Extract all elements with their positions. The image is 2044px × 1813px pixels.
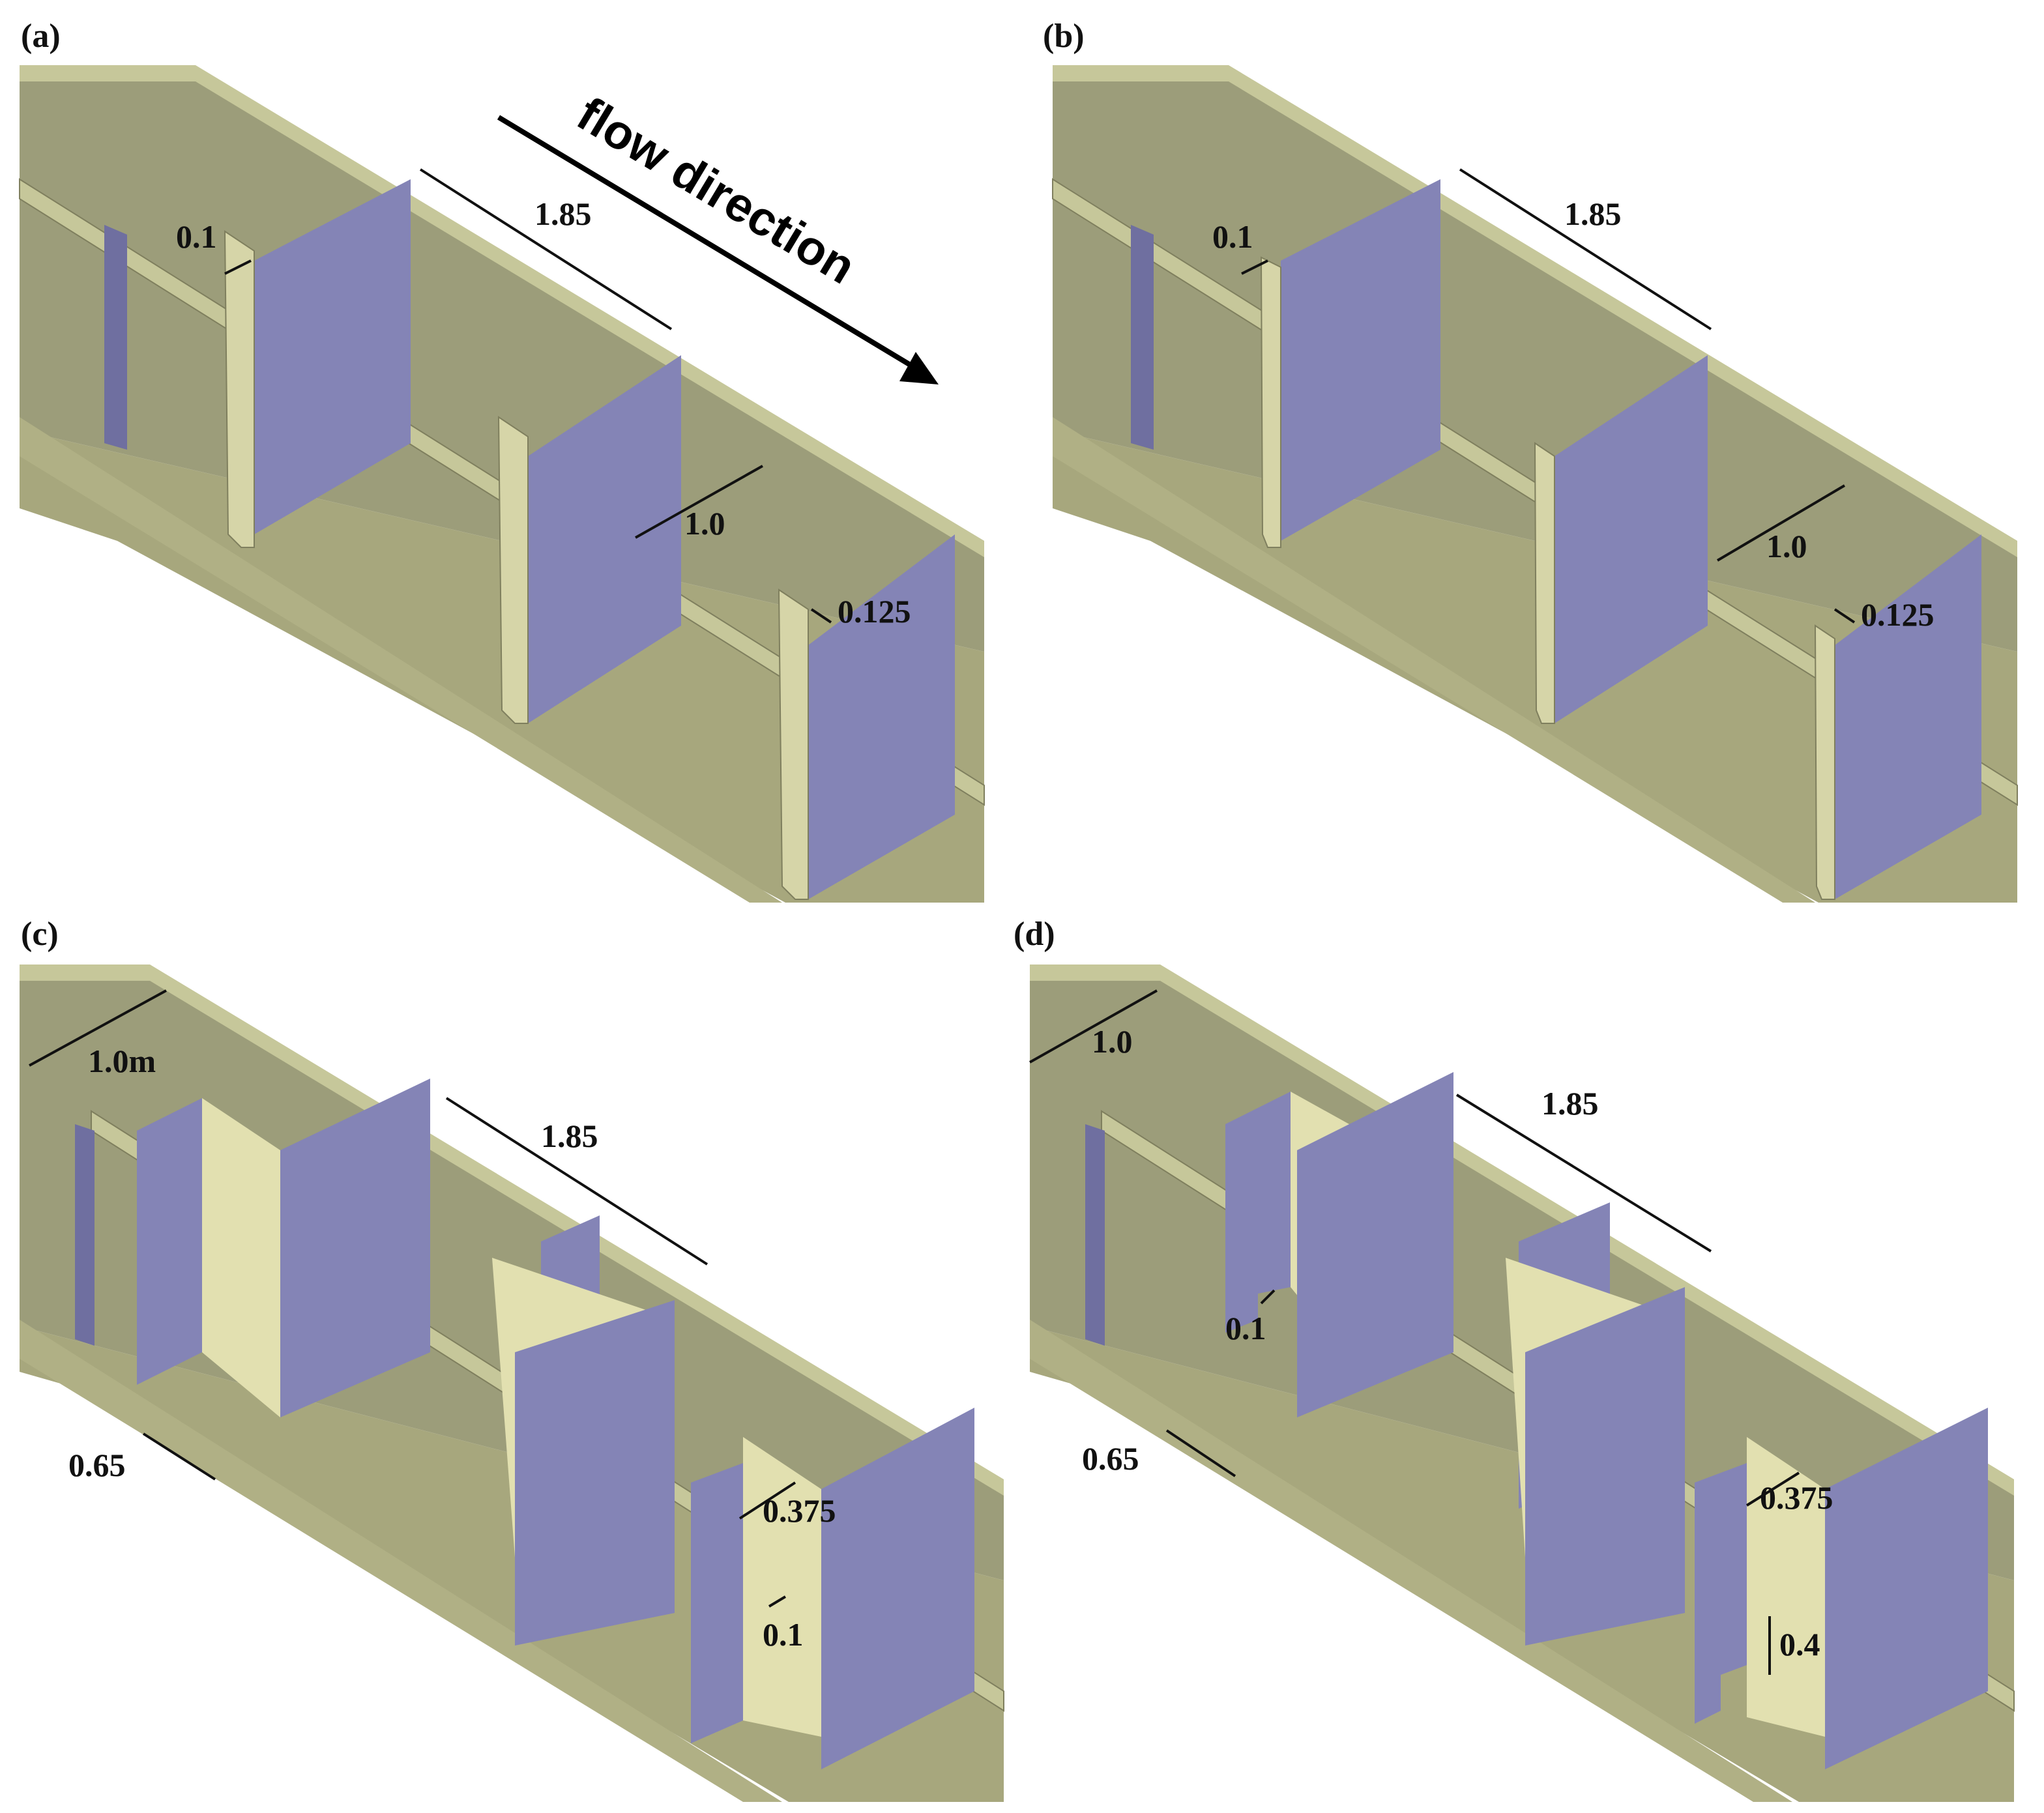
posts-a xyxy=(224,230,809,900)
far-wall xyxy=(20,68,984,652)
dim-a-0: 0.1 xyxy=(176,218,217,255)
dim-c-4: 0.1 xyxy=(763,1616,804,1653)
dim-b-0: 0.1 xyxy=(1212,218,1253,255)
baffles-a xyxy=(104,179,955,899)
baffle-3b xyxy=(821,1408,974,1769)
dims-b xyxy=(1241,168,1856,624)
dim-line-0.125 xyxy=(810,608,832,624)
baffle-3 xyxy=(1835,534,1981,899)
slot-1 xyxy=(202,1098,280,1417)
dim-a-2: 1.0 xyxy=(684,505,725,542)
baffles-d xyxy=(1085,1072,1988,1769)
dim-line-1.85 xyxy=(419,168,673,330)
flow-arrow-line xyxy=(497,115,918,371)
dim-d-2: 0.1 xyxy=(1225,1310,1266,1346)
dim-c-3: 0.375 xyxy=(763,1492,836,1529)
baffle-1b xyxy=(1297,1072,1453,1417)
dim-a-3: 0.125 xyxy=(838,593,911,630)
dim-line-0.1 xyxy=(224,259,252,275)
baffle-1a xyxy=(1225,1092,1291,1333)
dim-d-3: 0.65 xyxy=(1082,1440,1139,1477)
dim-line-1.0 xyxy=(1716,484,1846,562)
post-1 xyxy=(1260,256,1281,548)
dim-line-0.65 xyxy=(1165,1429,1236,1477)
dim-d-1: 1.85 xyxy=(1541,1085,1599,1122)
baffle-3b xyxy=(1825,1408,1988,1769)
near-side xyxy=(1030,1320,1792,1802)
panel-label-c: (c) xyxy=(21,916,59,953)
dim-a-1: 1.85 xyxy=(534,196,592,232)
flow-direction-label: flow direction xyxy=(568,87,865,295)
dim-c-0: 1.0m xyxy=(88,1043,156,1079)
dim-line-0.375 xyxy=(738,1481,796,1520)
inlet-wall xyxy=(75,1124,95,1346)
panel-label-a: (a) xyxy=(21,18,61,55)
post-1 xyxy=(224,230,255,548)
dim-line-0.375 xyxy=(1745,1472,1800,1507)
panel-a: (a) 0.1 1.85 1.0 0.125 xyxy=(19,18,985,903)
dim-line-1.85 xyxy=(445,1097,708,1266)
baffle-2b xyxy=(515,1300,675,1646)
panel-label-b: (b) xyxy=(1043,18,1085,55)
flow-arrow-head xyxy=(899,352,939,384)
near-side xyxy=(20,1320,782,1802)
baffle-2 xyxy=(528,355,681,723)
near-side xyxy=(1053,417,1815,903)
dim-d-4: 0.375 xyxy=(1760,1479,1833,1516)
dim-line-1.0 xyxy=(635,465,763,539)
dim-line-0.65 xyxy=(142,1432,216,1481)
inlet-wall xyxy=(104,225,127,450)
near-side xyxy=(20,417,782,903)
post-2 xyxy=(497,416,529,724)
dim-b-1: 1.85 xyxy=(1564,196,1622,232)
dims-d xyxy=(1029,989,1800,1675)
post-2 xyxy=(1534,442,1555,724)
dim-line-0.125 xyxy=(1833,608,1856,624)
baffle-3 xyxy=(808,534,955,899)
dim-line-1.85 xyxy=(1459,168,1712,330)
baffle-1b xyxy=(280,1079,430,1417)
dim-line-0.1 xyxy=(1241,259,1268,275)
panel-b: (b) 0.1 1.85 1.0 0.125 xyxy=(1043,18,2018,903)
posts-b xyxy=(1260,256,1835,900)
panel-c: (c) 1.0m 1.85 0.65 0.375 0.1 xyxy=(20,916,1004,1802)
dim-line-0.1 xyxy=(768,1595,787,1608)
baffle-1a xyxy=(137,1098,202,1385)
slot-3 xyxy=(1747,1437,1825,1737)
dim-d-5: 0.4 xyxy=(1779,1626,1820,1662)
dim-line-1.85 xyxy=(1455,1094,1712,1253)
baffle-1 xyxy=(254,179,411,534)
baffle-2 xyxy=(1555,355,1708,723)
baffles-c xyxy=(75,1079,974,1769)
dim-line-0.1 xyxy=(1260,1289,1276,1305)
channel-floor xyxy=(1053,430,2017,903)
dim-c-2: 0.65 xyxy=(68,1447,126,1483)
post-3 xyxy=(778,588,809,900)
baffle-3a xyxy=(1695,1463,1747,1724)
dim-b-2: 1.0 xyxy=(1766,528,1807,564)
baffle-3a xyxy=(691,1463,743,1743)
baffles-b xyxy=(1131,179,1981,899)
dim-c-1: 1.85 xyxy=(541,1118,598,1154)
dim-d-0: 1.0 xyxy=(1092,1023,1133,1060)
dim-b-3: 0.125 xyxy=(1861,596,1934,633)
dims-a xyxy=(224,168,832,624)
dims-c xyxy=(29,989,796,1608)
post-3 xyxy=(1814,624,1835,900)
slot-3 xyxy=(743,1437,821,1737)
dim-line-1.0 xyxy=(1029,989,1158,1064)
baffle-2b xyxy=(1525,1287,1685,1646)
inlet-wall xyxy=(1131,225,1154,450)
inlet-wall xyxy=(1085,1124,1105,1346)
dim-line-1.0m xyxy=(29,989,167,1067)
baffle-1 xyxy=(1281,179,1440,541)
far-wall xyxy=(1053,68,2017,652)
panel-label-d: (d) xyxy=(1014,916,1055,953)
panel-d: (d) 1.0 1.85 0.1 0.65 0.375 0.4 xyxy=(1014,916,2015,1802)
